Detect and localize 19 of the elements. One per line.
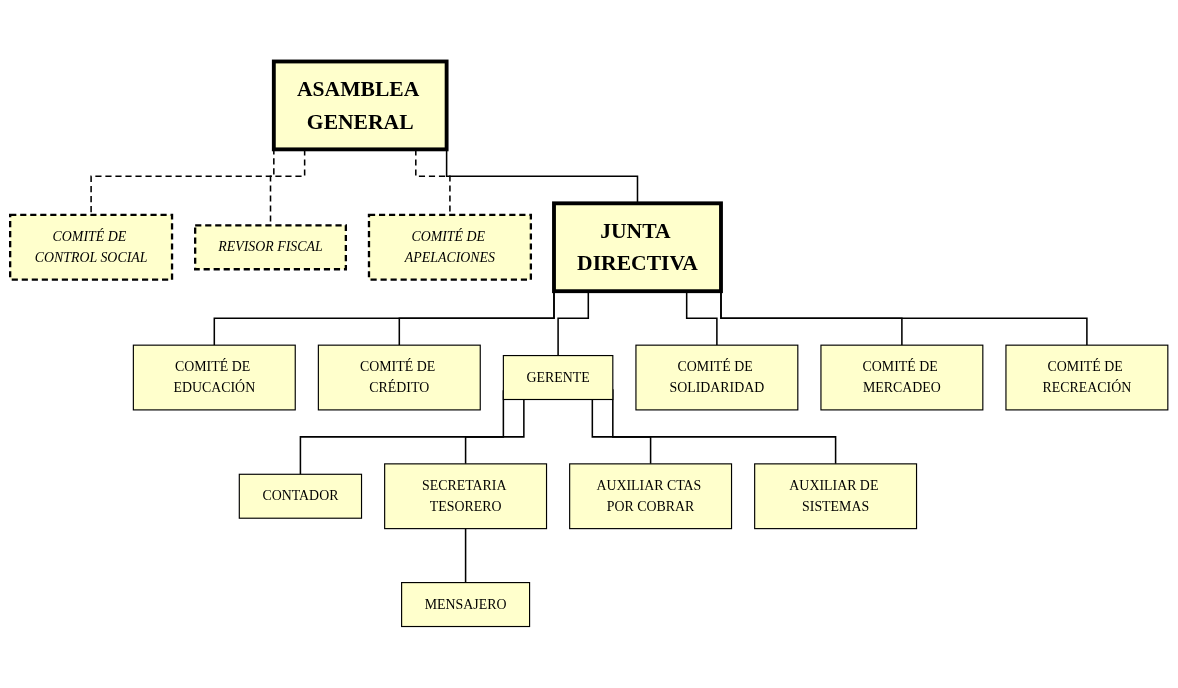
- node-box: REVISOR FISCAL: [194, 224, 347, 271]
- connector: [464, 527, 467, 584]
- node-box: COMITÉ DE CONTROL SOCIAL: [9, 213, 174, 281]
- node-box: AUXILIAR DE SISTEMAS: [754, 463, 918, 530]
- node-box: COMITÉ DE RECREACIÓN: [1005, 344, 1169, 411]
- node-box: COMITÉ DE APELACIONES: [367, 213, 533, 281]
- node-box: ASAMBLEA GENERAL: [271, 59, 449, 152]
- node-box: JUNTA DIRECTIVA: [552, 201, 723, 294]
- node-box: COMITÉ DE CRÉDITO: [317, 344, 481, 411]
- node-box: AUXILIAR CTAS POR COBRAR: [569, 463, 733, 530]
- node-box: COMITÉ DE SOLIDARIDAD: [635, 344, 799, 411]
- node-box: MENSAJERO: [401, 582, 531, 628]
- node-box: GERENTE: [502, 355, 614, 401]
- connector: [591, 398, 652, 465]
- node-box: SECRETARIA TESORERO: [384, 463, 548, 530]
- node-box: CONTADOR: [238, 473, 363, 519]
- node-box: COMITÉ DE MERCADEO: [820, 344, 984, 411]
- connector: [464, 398, 525, 465]
- node-box: COMITÉ DE EDUCACIÓN: [132, 344, 296, 411]
